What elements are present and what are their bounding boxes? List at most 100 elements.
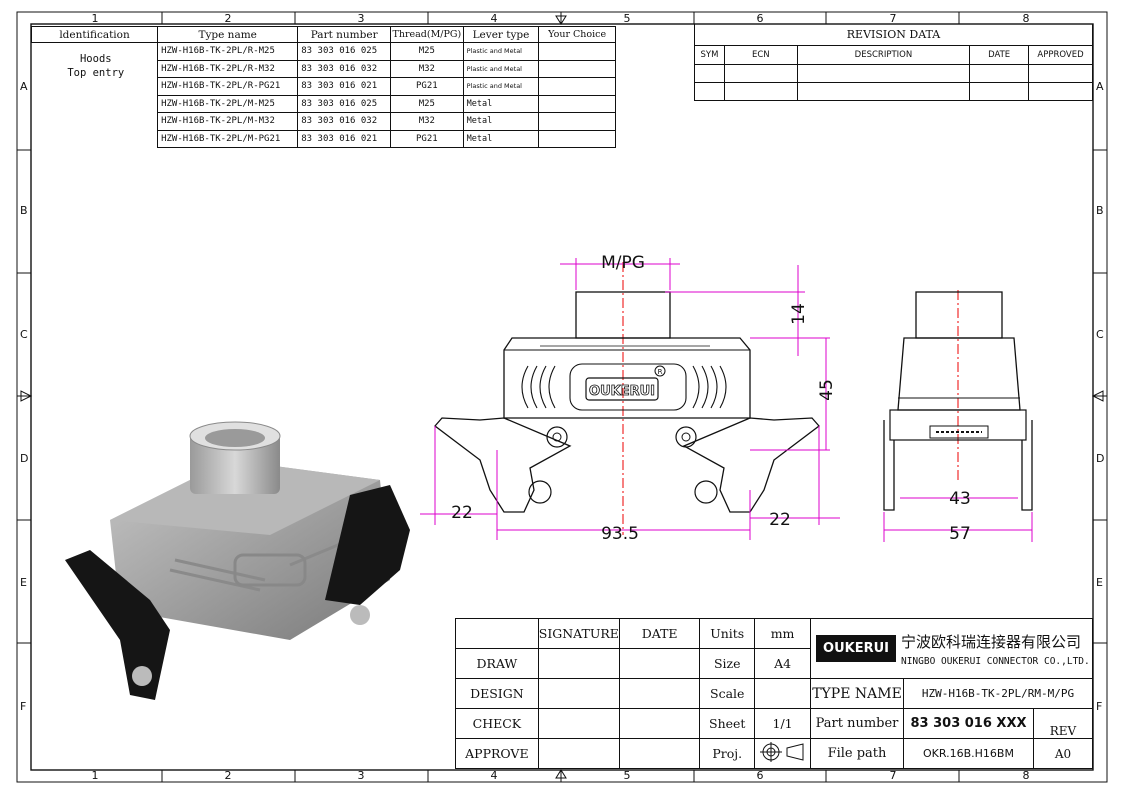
company-name-en: NINGBO OUKERUI CONNECTOR CO.,LTD. xyxy=(900,655,1090,667)
part-number-label: Part number xyxy=(810,708,904,739)
row-letter: B xyxy=(20,204,28,217)
signature-header: SIGNATURE xyxy=(537,618,620,649)
row-letter: B xyxy=(1096,204,1104,217)
file-path-label: File path xyxy=(810,738,904,769)
table-row: HZW-H16B-TK-2PL/R-M32 83 303 016 032 M32… xyxy=(32,59,616,78)
revision-title: REVISION DATA xyxy=(694,24,1093,46)
revision-header-description: DESCRIPTION xyxy=(796,44,971,65)
row-letter: C xyxy=(20,328,28,341)
sheet-value: 1/1 xyxy=(754,708,812,739)
col-number: 3 xyxy=(357,769,365,782)
choice-cell[interactable] xyxy=(538,59,616,78)
thread-cell: M32 xyxy=(390,59,464,78)
col-number: 8 xyxy=(1022,769,1030,782)
row-letter: E xyxy=(20,576,27,589)
parts-table-header: ldentification Type name Part number Thr… xyxy=(30,26,616,43)
lever-cell: Plastic and Metal xyxy=(462,42,540,61)
row-letter: A xyxy=(1096,80,1104,93)
type-name-cell: HZW-H16B-TK-2PL/R-PG21 xyxy=(157,77,299,96)
header-type-name: Type name xyxy=(157,26,299,43)
dimension-lines xyxy=(420,258,840,540)
company-cell: OUKERUI 宁波欧科瑞连接器有限公司 NINGBO OUKERUI CONN… xyxy=(810,618,1093,679)
choice-cell[interactable] xyxy=(538,94,616,113)
header-lever-type: Lever type xyxy=(462,26,540,43)
size-value: A4 xyxy=(754,648,812,679)
thread-cell: PG21 xyxy=(390,129,464,148)
col-number: 7 xyxy=(889,12,897,25)
choice-cell[interactable] xyxy=(538,129,616,148)
date-header: DATE xyxy=(618,618,701,649)
registered-mark xyxy=(654,365,666,377)
dim-left-lever: 22 xyxy=(451,503,473,523)
col-number: 1 xyxy=(91,769,99,782)
header-identification: ldentification xyxy=(30,26,159,43)
thread-cell: M25 xyxy=(390,42,464,61)
draw-date[interactable] xyxy=(618,648,701,679)
revision-header-sym: SYM xyxy=(694,44,725,65)
dim-thread-label: M/PG xyxy=(601,253,645,273)
part-brand-text: OUKERUI xyxy=(589,384,655,399)
type-name-cell: HZW-H16B-TK-2PL/R-M32 xyxy=(157,59,299,78)
choice-cell[interactable] xyxy=(538,42,616,61)
part-number-cell: 83 303 016 025 xyxy=(297,42,392,61)
design-date[interactable] xyxy=(618,678,701,709)
lever-cell: Plastic and Metal xyxy=(462,77,540,96)
table-row: HZW-H16B-TK-2PL/R-PG21 83 303 016 021 PG… xyxy=(32,77,616,96)
revision-row xyxy=(694,81,1093,101)
col-number: 4 xyxy=(490,769,498,782)
approve-date[interactable] xyxy=(618,738,701,769)
row-letter: D xyxy=(20,452,29,465)
check-signature[interactable] xyxy=(537,708,620,739)
col-number: 6 xyxy=(756,12,764,25)
sheet-label: Sheet xyxy=(699,708,756,739)
table-row: HZW-H16B-TK-2PL/M-M25 83 303 016 025 M25… xyxy=(32,94,616,113)
type-name-cell: HZW-H16B-TK-2PL/M-PG21 xyxy=(157,129,299,148)
proj-label: Proj. xyxy=(699,738,756,769)
revision-header-date: DATE xyxy=(969,44,1030,65)
row-letter: D xyxy=(1096,452,1105,465)
revision-header-approved: APPROVED xyxy=(1028,44,1093,65)
choice-cell[interactable] xyxy=(538,112,616,131)
title-block: SIGNATURE DATE Units mm OUKERUI 宁波欧科瑞连接器… xyxy=(455,618,1094,769)
identification-line: Top entry xyxy=(67,67,125,79)
design-signature[interactable] xyxy=(537,678,620,709)
lever-cell: Metal xyxy=(462,94,540,113)
col-number: 4 xyxy=(490,12,498,25)
col-number: 5 xyxy=(623,12,631,25)
approve-label: APPROVE xyxy=(455,738,539,769)
choice-cell[interactable] xyxy=(538,77,616,96)
right-lever-outline xyxy=(682,417,820,513)
row-letter: F xyxy=(20,700,27,713)
revision-header: SYM ECN DESCRIPTION DATE APPROVED xyxy=(694,44,1093,65)
file-path-value: OKR.16B.H16BM xyxy=(903,738,1034,769)
svg-text:R: R xyxy=(658,368,663,376)
part-number-cell: 83 303 016 025 xyxy=(297,94,392,113)
col-number: 7 xyxy=(889,769,897,782)
units-value: mm xyxy=(754,618,812,649)
check-date[interactable] xyxy=(618,708,701,739)
company-name-cn: 宁波欧科瑞连接器有限公司 xyxy=(900,632,1081,651)
check-label: CHECK xyxy=(455,708,539,739)
thread-cell: M25 xyxy=(390,94,464,113)
header-part-number: Part number xyxy=(297,26,392,43)
type-name-cell: HZW-H16B-TK-2PL/M-M32 xyxy=(157,112,299,131)
draw-label: DRAW xyxy=(455,648,539,679)
type-name-cell: HZW-H16B-TK-2PL/M-M25 xyxy=(157,94,299,113)
parts-table: ldentification Type name Part number Thr… xyxy=(30,26,616,148)
dim-top-height: 14 xyxy=(789,303,809,325)
row-letter: A xyxy=(20,80,28,93)
projection-symbol-icon xyxy=(754,738,812,769)
part-number-value: 83 303 016 XXX xyxy=(903,708,1034,739)
revision-row xyxy=(694,63,1093,83)
col-number: 6 xyxy=(756,769,764,782)
units-label: Units xyxy=(699,618,756,649)
approve-signature[interactable] xyxy=(537,738,620,769)
draw-signature[interactable] xyxy=(537,648,620,679)
product-render xyxy=(65,421,410,700)
table-row: Hoods Top entry HZW-H16B-TK-2PL/R-M25 83… xyxy=(31,42,616,148)
design-label: DESIGN xyxy=(455,678,539,709)
col-number: 5 xyxy=(623,769,631,782)
dim-hole-spacing: 93.5 xyxy=(601,524,639,544)
side-view-drawing: 43 57 xyxy=(883,290,1033,544)
col-number: 1 xyxy=(91,12,99,25)
